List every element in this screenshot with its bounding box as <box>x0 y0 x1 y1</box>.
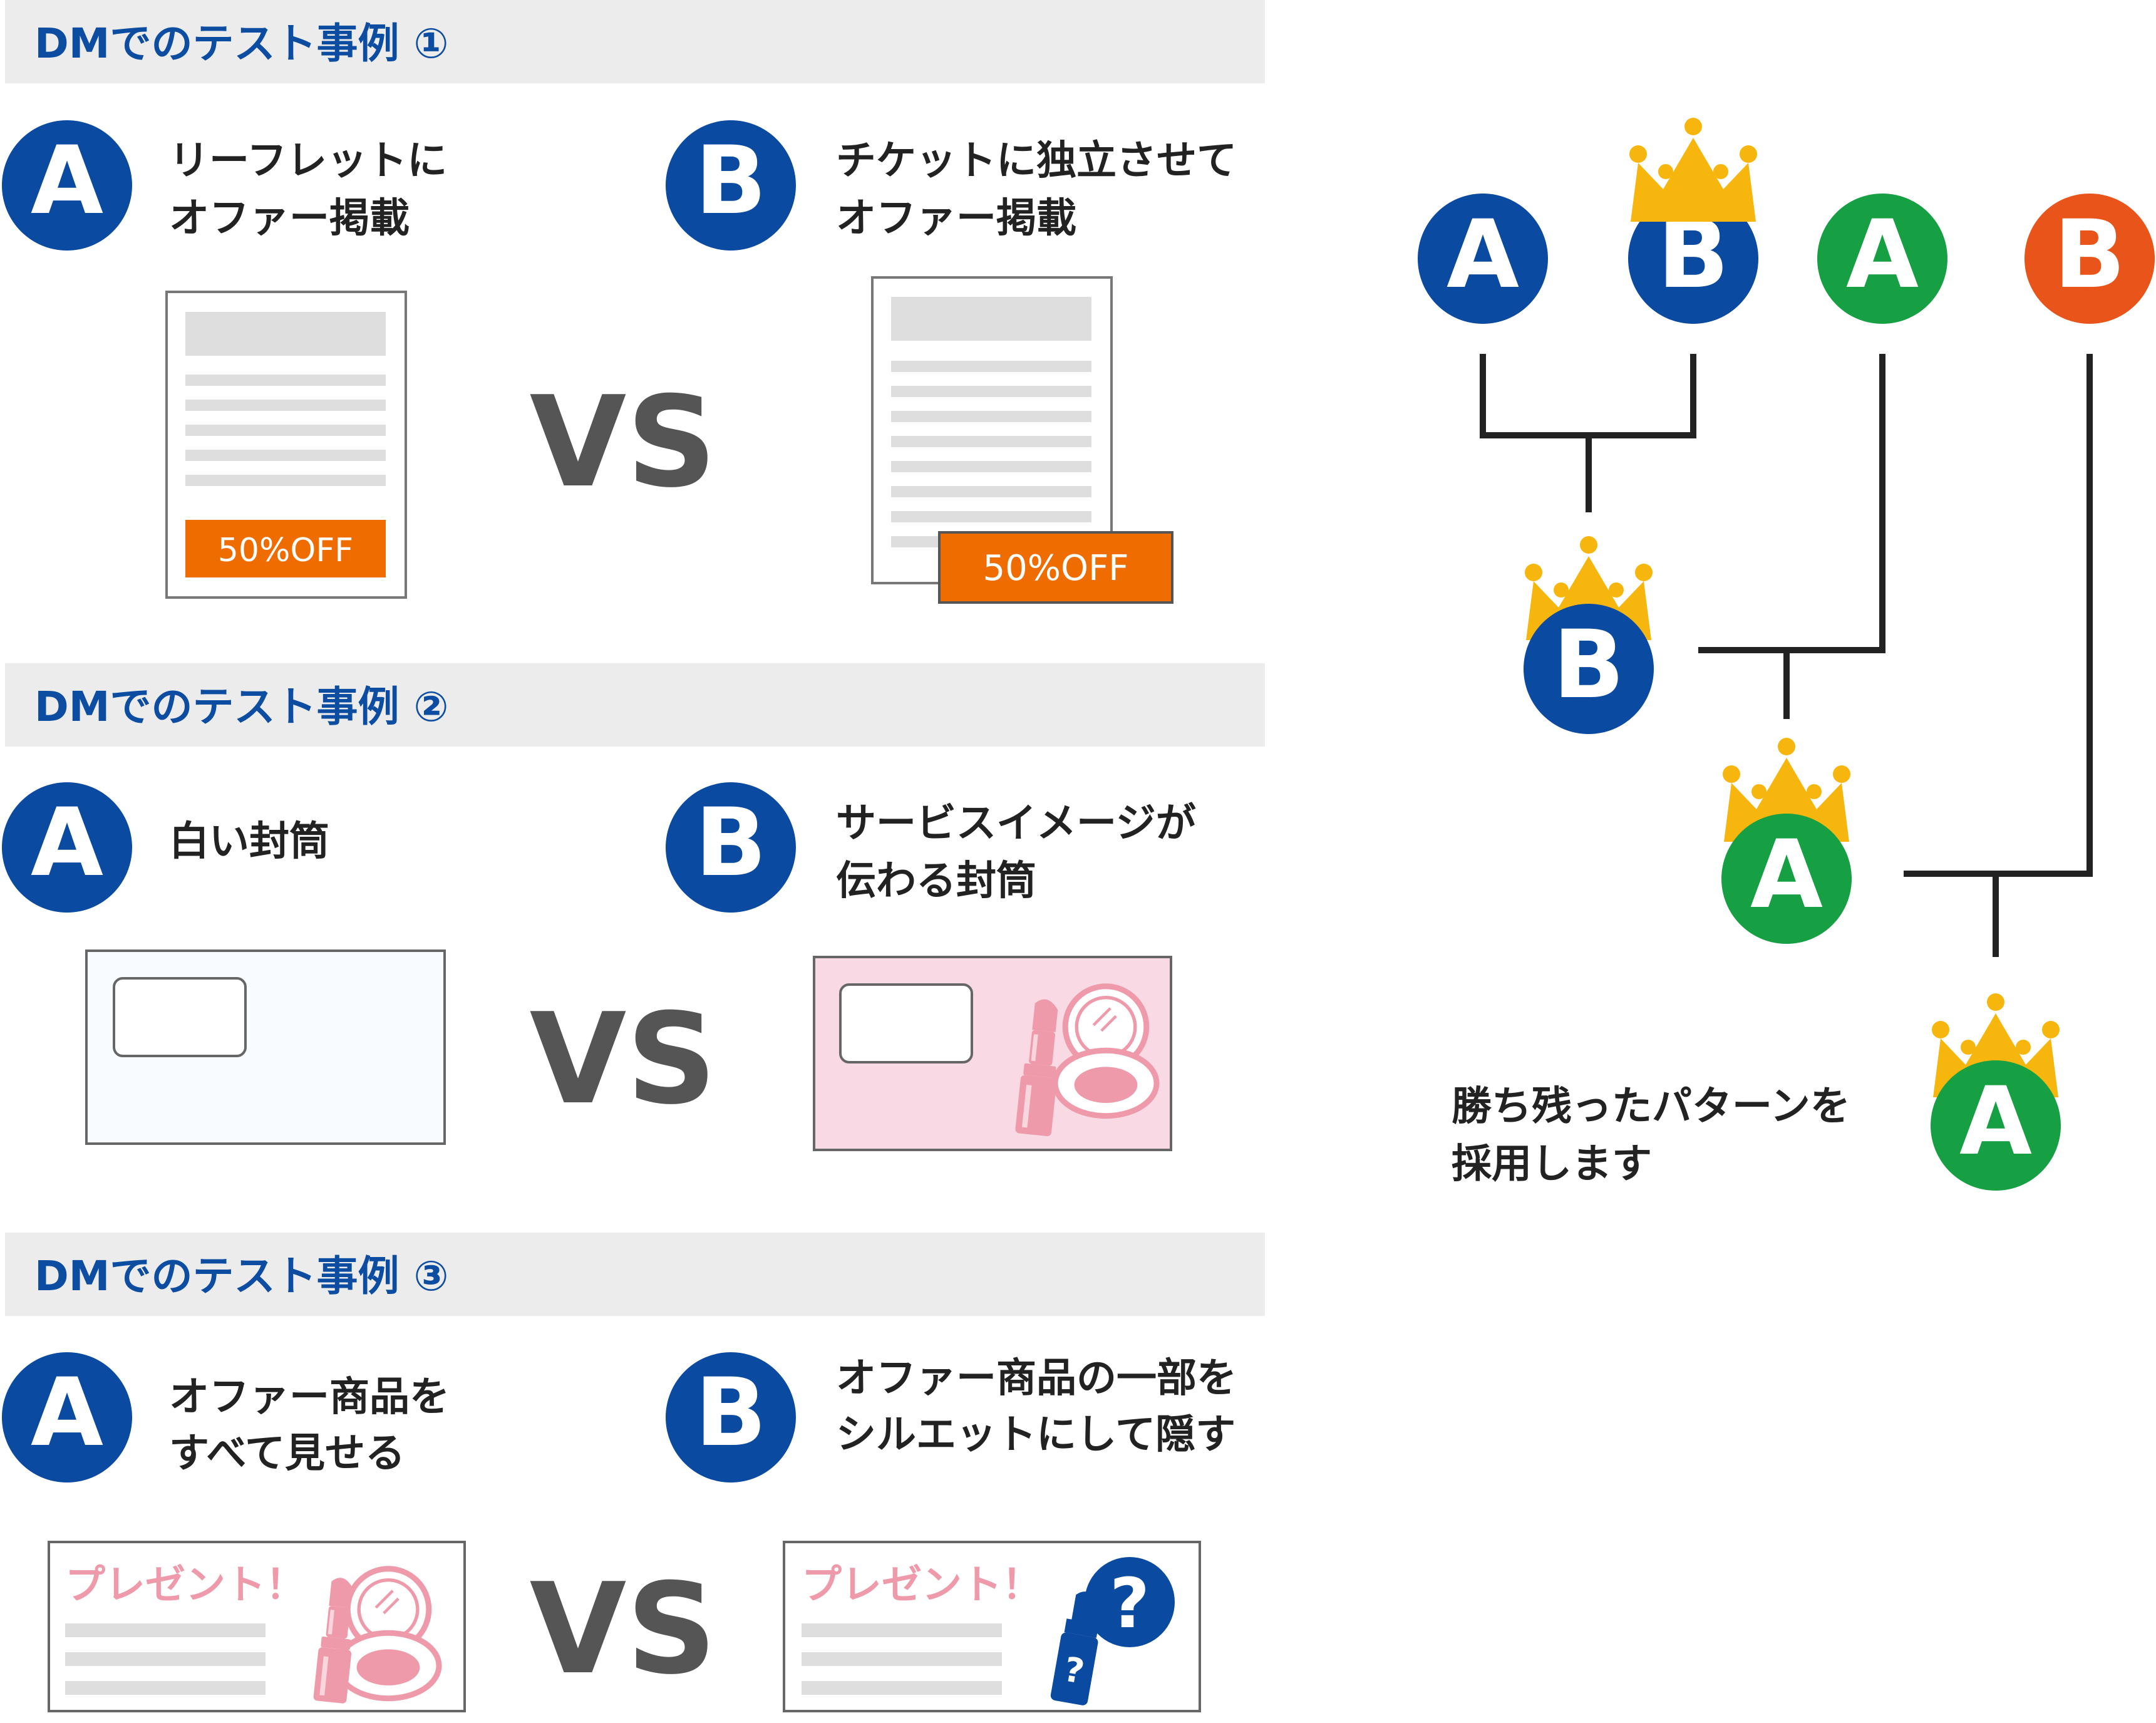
crown-icon <box>1629 118 1757 222</box>
section-3-option-b: B オファー商品の一部を シルエットにして隠す <box>666 1352 1237 1482</box>
badge-b-letter: B <box>695 1358 766 1467</box>
champion <box>1931 1060 2061 1191</box>
section-3-heading: DMでのテスト事例 ③ <box>34 1252 448 1300</box>
tournament-bracket: A B A B B A A 勝ち残ったパターンを 採用します <box>1418 118 2155 1191</box>
leaflet-b: 50%OFF <box>871 276 1173 604</box>
section-2-option-a: A 白い封筒 <box>2 782 329 913</box>
heading-bar-1 <box>5 0 1265 83</box>
badge-a <box>2 782 132 913</box>
round1-b2 <box>2024 194 2155 324</box>
round1-b1 <box>1628 194 1758 324</box>
offer-ticket-b <box>938 531 1173 604</box>
offer-text-a: 50%OFF <box>218 532 353 569</box>
section-1-option-a: A リーフレットに オファー掲載 <box>2 120 447 251</box>
option-a-label-2: すべて見せる <box>169 1431 405 1477</box>
badge-b <box>666 782 796 913</box>
badge-a-letter: A <box>31 1358 103 1467</box>
badge-b <box>666 1352 796 1482</box>
present-text-a: プレゼント！ <box>65 1562 306 1608</box>
present-card-a: プレゼント！ <box>48 1541 466 1712</box>
envelope-window <box>839 983 973 1063</box>
svg-text:A: A <box>1846 200 1919 309</box>
present-text-b: プレゼント！ <box>802 1562 1042 1608</box>
option-a-label-1: 白い封筒 <box>169 819 329 865</box>
vs-label-3: VS <box>530 1556 717 1702</box>
round1-a1 <box>1418 194 1548 324</box>
section-2-heading: DMでのテスト事例 ② <box>34 683 448 731</box>
round1-a2 <box>1817 194 1947 324</box>
winner-round1 <box>1524 604 1654 734</box>
bracket-caption-1: 勝ち残ったパターンを <box>1452 1084 1850 1130</box>
option-b-label-2: シルエットにして隠す <box>836 1412 1235 1458</box>
svg-text:A: A <box>1959 1067 2032 1176</box>
section-2-option-b: B サービスイメージが 伝わる封筒 <box>666 782 1196 913</box>
badge-b-letter: B <box>695 789 766 898</box>
badge-b <box>666 120 796 251</box>
option-b-label-1: チケットに独立させて <box>836 138 1237 184</box>
section-1-heading: DMでのテスト事例 ① <box>34 19 448 68</box>
badge-a-letter: A <box>31 127 103 235</box>
badge-b-letter: B <box>695 127 766 235</box>
option-a-label-1: リーフレットに <box>169 138 447 184</box>
present-card-b: プレゼント！ ? ? <box>783 1541 1201 1712</box>
winner-round2 <box>1721 814 1852 944</box>
option-b-label-1: オファー商品の一部を <box>836 1355 1237 1402</box>
offer-box-a <box>185 520 386 577</box>
svg-text:A: A <box>1750 820 1823 929</box>
envelope-window <box>113 977 247 1057</box>
leaflet-a: 50%OFF <box>165 291 407 599</box>
svg-text:A: A <box>1447 200 1519 309</box>
option-b-label-2: 伝わる封筒 <box>836 858 1036 904</box>
heading-bar-2 <box>5 663 1265 747</box>
badge-a <box>2 1352 132 1482</box>
envelope-service-image <box>813 956 1172 1151</box>
compact-icon <box>338 1569 439 1699</box>
option-a-label-1: オファー商品を <box>169 1374 450 1420</box>
envelope-white <box>85 949 446 1145</box>
bracket-lines <box>1480 354 2093 957</box>
offer-text-b: 50%OFF <box>983 548 1129 589</box>
question-icon: ? <box>1085 1557 1175 1647</box>
lipstick-silhouette-icon: ? <box>1050 1591 1099 1705</box>
badge-a <box>2 120 132 251</box>
badge-a-letter: A <box>31 789 103 898</box>
vs-label-2: VS <box>530 986 717 1132</box>
heading-bar-3 <box>5 1233 1265 1316</box>
section-1-option-b: B チケットに独立させて オファー掲載 <box>666 120 1237 251</box>
option-a-label-2: オファー掲載 <box>169 195 410 242</box>
bracket-caption-2: 採用します <box>1452 1141 1652 1187</box>
svg-text:?: ? <box>1110 1563 1150 1643</box>
section-3-option-a: A オファー商品を すべて見せる <box>2 1352 450 1482</box>
option-b-label-2: オファー掲載 <box>836 195 1076 242</box>
compact-icon <box>1055 986 1157 1116</box>
vs-label-1: VS <box>530 370 717 515</box>
option-b-label-1: サービスイメージが <box>836 800 1196 847</box>
svg-text:B: B <box>2054 200 2125 309</box>
svg-text:B: B <box>1553 611 1624 720</box>
